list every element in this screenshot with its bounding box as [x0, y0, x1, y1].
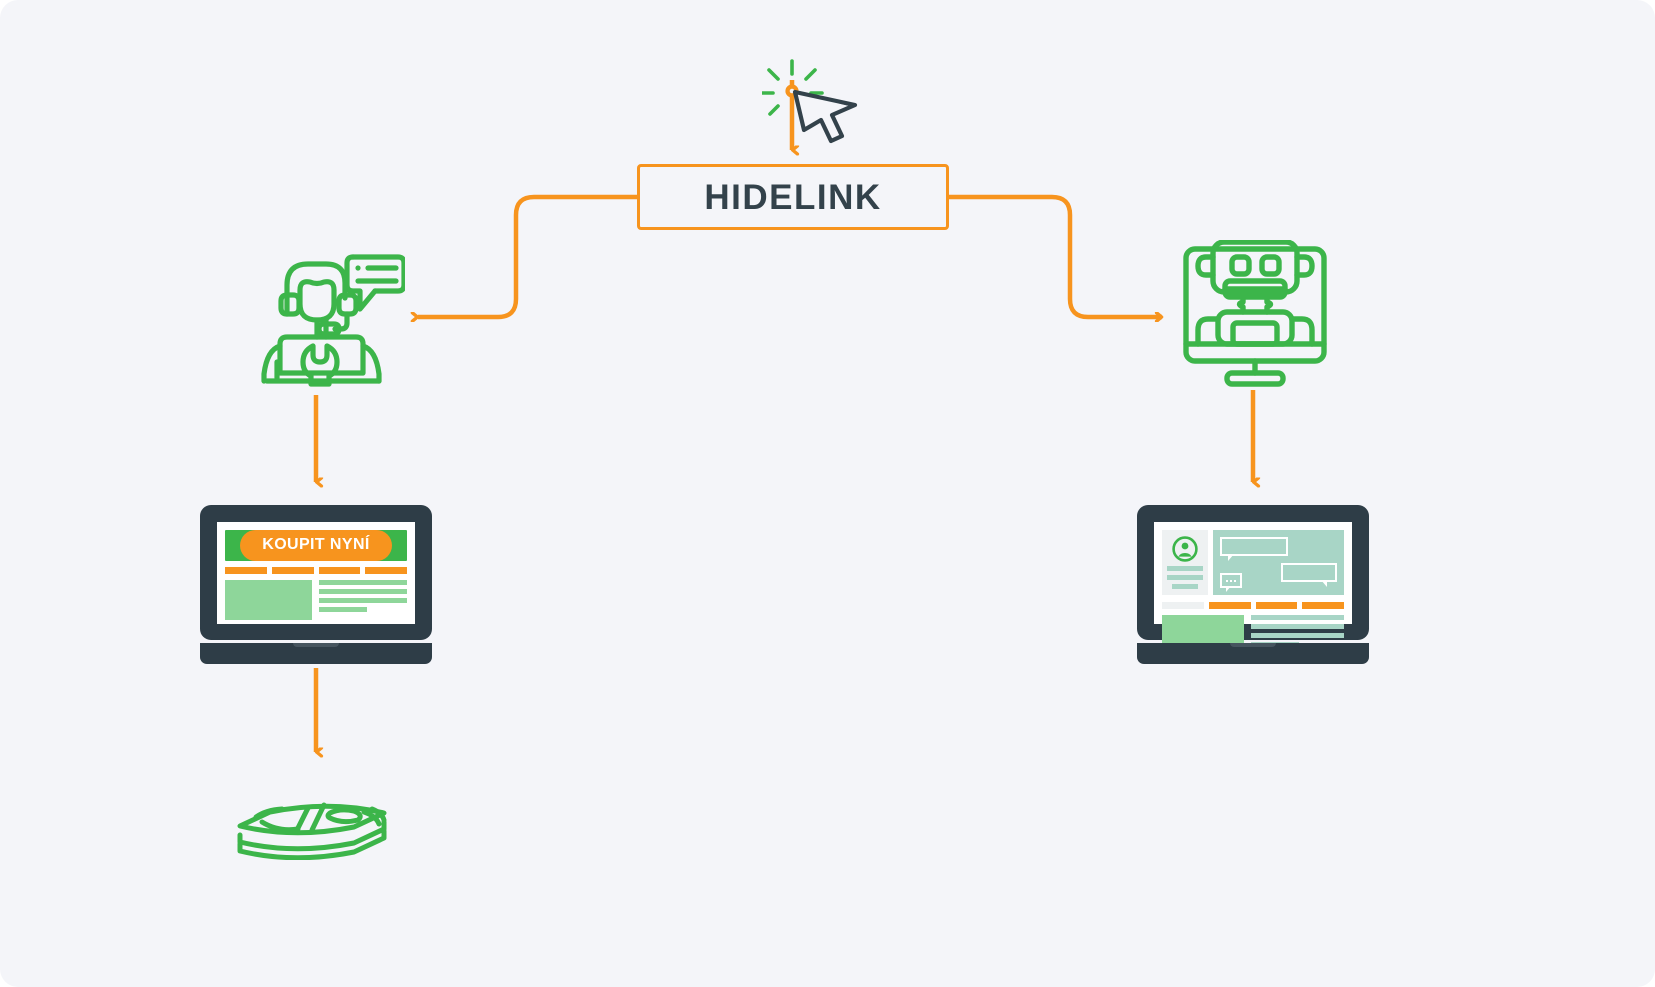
typing-indicator-bubble — [1220, 573, 1242, 592]
text-line — [319, 580, 407, 585]
connector-hidelink-to-agent — [418, 194, 637, 317]
content-row — [225, 580, 407, 620]
click-cursor-icon — [760, 48, 872, 144]
laptop-right-base — [1137, 643, 1369, 664]
text-line — [319, 598, 407, 603]
connector-hidelink-to-bot — [949, 194, 1162, 317]
laptop-left-screen: KOUPIT NYNÍ — [217, 522, 415, 624]
robot-torso — [1215, 309, 1295, 347]
content-text-lines — [319, 580, 407, 620]
laptop-right-screen — [1154, 522, 1352, 653]
laptop-right-lid — [1137, 505, 1369, 653]
robot-head — [1210, 239, 1300, 295]
mouse-pointer-shape — [792, 89, 858, 144]
nav-cell[interactable] — [1255, 602, 1298, 609]
chat-bubble-incoming — [1220, 537, 1288, 561]
text-line — [1251, 633, 1344, 638]
nav-cell[interactable] — [365, 567, 407, 574]
nav-cell — [1162, 602, 1204, 609]
nav-row — [1162, 602, 1344, 609]
koupit-nyni-button[interactable]: KOUPIT NYNÍ — [240, 530, 392, 561]
text-line — [1251, 624, 1344, 629]
nav-cell[interactable] — [1208, 602, 1251, 609]
nav-cell[interactable] — [271, 567, 314, 574]
robot-monitor-icon — [1180, 239, 1330, 390]
laptop-left: KOUPIT NYNÍ — [200, 505, 432, 664]
laptop-left-lid: KOUPIT NYNÍ — [200, 505, 432, 640]
hero-banner: KOUPIT NYNÍ — [225, 530, 407, 561]
sidebar-line — [1172, 584, 1198, 589]
cash-stack-icon — [232, 760, 397, 861]
chat-panel — [1213, 530, 1344, 595]
chat-bubble-outgoing — [1280, 563, 1337, 587]
laptop-right — [1137, 505, 1369, 664]
avatar-icon — [1172, 536, 1198, 562]
hidelink-label: HIDELINK — [704, 177, 882, 217]
click-burst-rays — [760, 59, 824, 116]
nav-cell[interactable] — [318, 567, 361, 574]
nav-row — [225, 567, 407, 574]
sidebar-line — [1167, 566, 1203, 571]
profile-sidebar — [1162, 530, 1208, 595]
hidelink-box[interactable]: HIDELINK — [637, 164, 949, 230]
content-image-block — [225, 580, 312, 620]
text-line — [319, 589, 407, 594]
banknote-top — [237, 803, 387, 836]
wrench-icon — [300, 343, 340, 387]
laptop-left-base — [200, 643, 432, 664]
text-line — [319, 607, 368, 612]
nav-cell[interactable] — [1302, 602, 1344, 609]
sidebar-line — [1167, 575, 1203, 580]
text-line — [1251, 615, 1344, 620]
chat-area — [1162, 530, 1344, 595]
support-agent-icon — [255, 238, 407, 388]
nav-cell[interactable] — [225, 567, 267, 574]
